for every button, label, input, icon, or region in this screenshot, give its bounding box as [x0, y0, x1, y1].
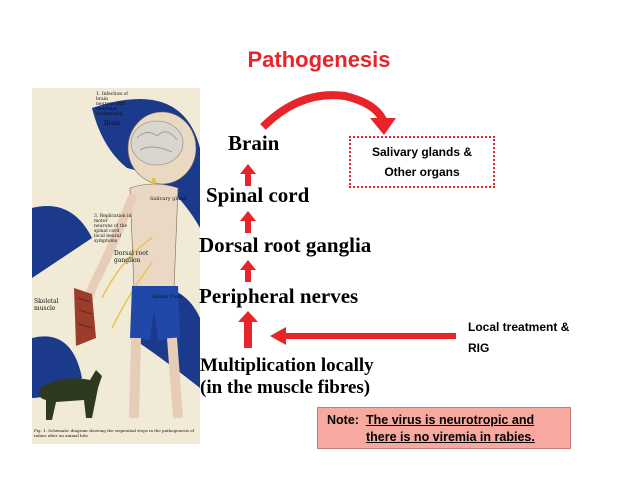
illustration-note-1: 1. Infection of brain neurons with neuro… [96, 92, 128, 117]
up-arrow-peripheral-to-drg [240, 260, 256, 282]
up-arrow-spinal-to-brain [240, 164, 256, 186]
step-spinal-cord: Spinal cord [206, 183, 310, 207]
step-multiplication-line2: (in the muscle fibres) [200, 377, 371, 398]
curved-arrow-head [370, 118, 396, 135]
skeletal-muscle-figure-label: Skeletal muscle [34, 298, 59, 312]
up-arrow-drg-to-spinal [240, 211, 256, 233]
note-line2: there is no viremia in rabies. [366, 430, 535, 444]
step-multiplication-line1: Multiplication locally [200, 355, 374, 376]
local-treatment-text: Local treatment & RIG [468, 317, 569, 359]
salivary-figure-label: Salivary gland [150, 196, 187, 202]
step-dorsal-root-ganglia: Dorsal root ganglia [199, 233, 372, 257]
local-treatment-line1: Local treatment & [468, 320, 570, 334]
step-peripheral-nerves: Peripheral nerves [199, 284, 359, 308]
brain-figure-label: Brain [104, 120, 121, 127]
local-treatment-line2: RIG [468, 341, 490, 355]
illustration-note-2: 3. Replication in motor neurons of the s… [94, 214, 132, 244]
illustration-drawing [32, 99, 200, 420]
note-label: Note: [327, 413, 359, 427]
spinal-cord-figure-label: Spinal Cord [152, 294, 183, 300]
note-line1: The virus is neurotropic and [366, 413, 535, 427]
salivary-box-line2: Other organs [384, 165, 460, 179]
up-arrow-multiplication-to-peripheral [238, 311, 258, 348]
salivary-glands-box: Salivary glands & Other organs [349, 136, 495, 188]
step-brain: Brain [228, 131, 280, 155]
left-arrow-local-treatment [270, 327, 456, 345]
salivary-box-line1: Salivary glands & [371, 145, 473, 159]
note-box: Note: The virus is neurotropic and there… [317, 407, 571, 449]
slide-title: Pathogenesis [247, 47, 391, 72]
illustration-caption: Fig. 1. Schematic diagram showing the se… [34, 428, 194, 438]
dorsal-root-figure-label: Dorsal root ganglion [114, 250, 149, 264]
pathogenesis-illustration: 1. Infection of brain neurons with neuro… [32, 88, 200, 444]
curved-arrow-to-salivary [260, 91, 387, 130]
